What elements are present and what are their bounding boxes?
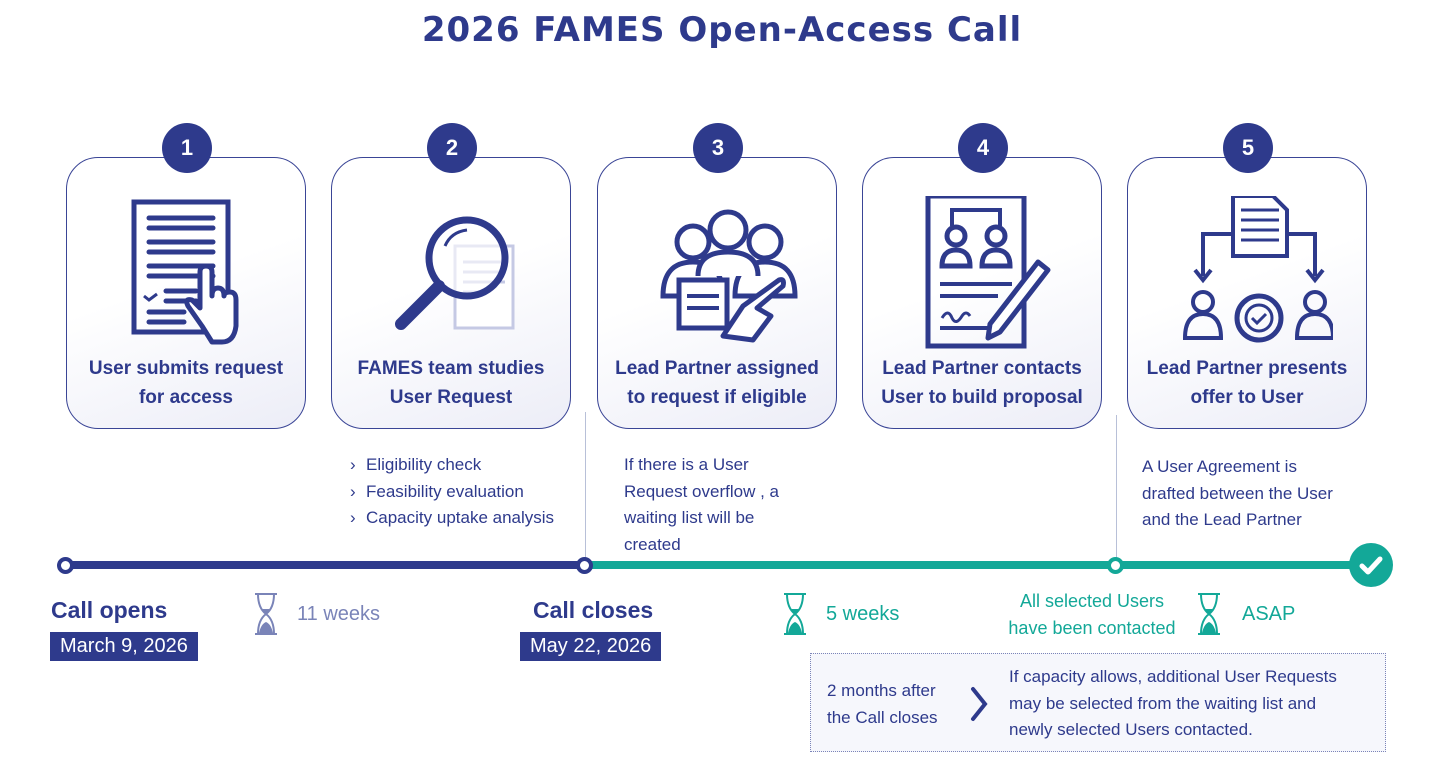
step-number-badge: 4 — [958, 123, 1008, 173]
hourglass-icon — [255, 593, 277, 635]
page-title: 2026 FAMES Open-Access Call — [421, 10, 1023, 50]
call-closes-label: Call closes — [533, 597, 654, 623]
chevron-right-icon: › — [350, 455, 356, 474]
waiting-list-description: If capacity allows, additional User Requ… — [1009, 667, 1337, 739]
chevron-right-icon — [971, 687, 988, 721]
call-closes-date: May 22, 2026 — [520, 632, 662, 661]
contract-pen-icon — [925, 196, 1051, 349]
check-circle-icon — [1349, 543, 1393, 587]
duration-open-period: 11 weeks — [297, 603, 381, 625]
timeline-bar-open-period — [65, 561, 585, 569]
magnifier-document-icon — [395, 216, 515, 330]
chevron-right-icon: › — [350, 481, 356, 501]
hourglass-icon — [784, 593, 806, 635]
bullet-item: ›Feasibility evaluation — [350, 479, 554, 506]
duration-selection-period: 5 weeks — [826, 603, 900, 625]
duration-agreement: ASAP — [1242, 603, 1296, 625]
step-number-badge: 5 — [1223, 123, 1273, 173]
timeline-node-contacted — [1107, 557, 1124, 574]
chevron-right-icon: › — [350, 508, 356, 527]
timeline-node-close — [576, 557, 593, 574]
group-pointing-icon — [660, 209, 798, 343]
document-hand-icon — [131, 199, 239, 345]
call-opens-label: Call opens — [51, 597, 168, 623]
connector-line — [1116, 415, 1117, 562]
call-opens-date: March 9, 2026 — [50, 632, 198, 661]
step-number-badge: 2 — [427, 123, 477, 173]
step2-bullet-list: ›Eligibility check ›Feasibility evaluati… — [350, 452, 554, 532]
step-number-badge: 3 — [693, 123, 743, 173]
timeline-node-open — [57, 557, 74, 574]
document-split-users-icon — [1183, 196, 1333, 343]
hourglass-icon — [1198, 593, 1220, 635]
connector-line — [585, 412, 586, 562]
timeline-bar-selection-period — [585, 561, 1375, 569]
step-number-badge: 1 — [162, 123, 212, 173]
bullet-item: ›Eligibility check — [350, 452, 554, 479]
bullet-item: ›Capacity uptake analysis — [350, 505, 554, 532]
